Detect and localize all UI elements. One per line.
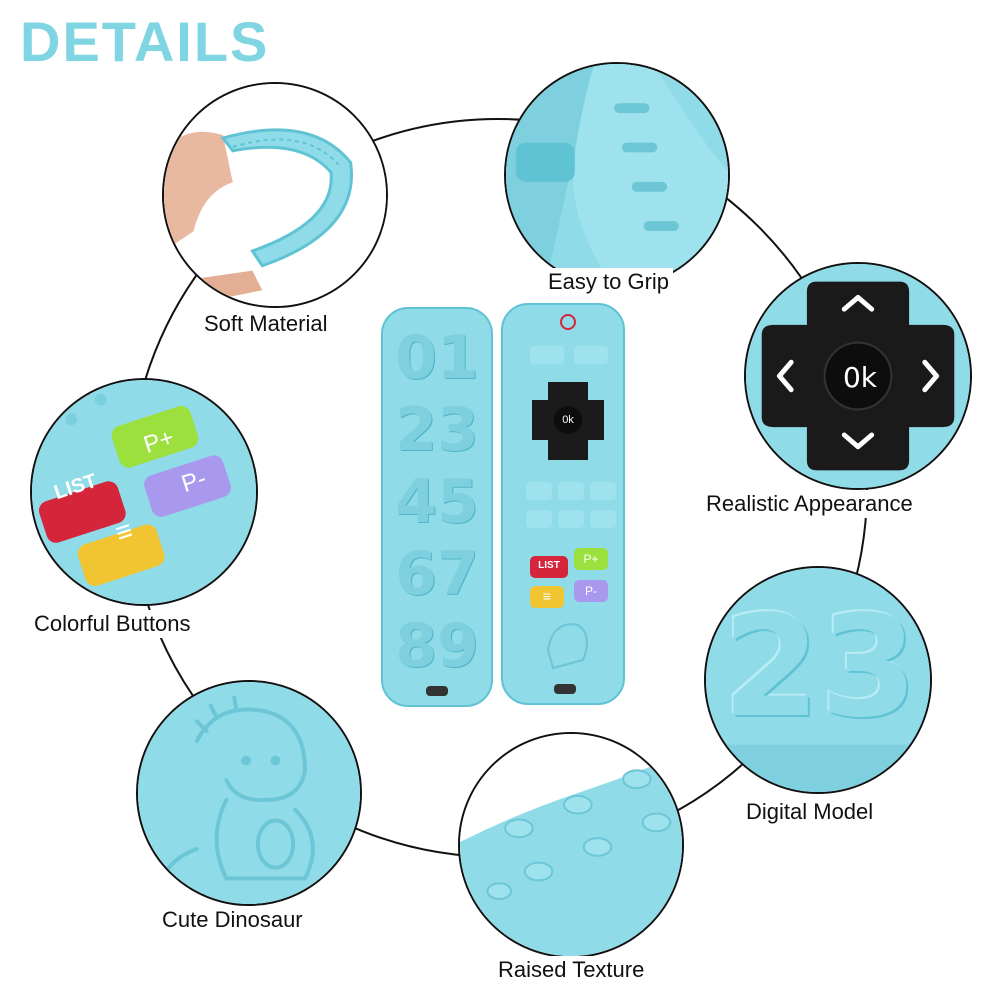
soft-material-image — [162, 82, 388, 308]
remote-ok-label: 0k — [562, 414, 574, 426]
raised-texture-image — [458, 732, 684, 958]
cute-dinosaur-label: Cute Dinosaur — [158, 906, 307, 934]
realistic-appearance-image: 0k — [744, 262, 972, 490]
digit-row: 89 — [395, 611, 479, 681]
digits-column: 01 23 45 67 89 — [382, 322, 492, 682]
remote-p-plus-label: P+ — [583, 552, 599, 566]
remote-p-minus-label: P- — [585, 584, 597, 598]
remote-menu-label: ≡ — [542, 588, 552, 604]
digital-model-digits: 23 — [722, 586, 918, 749]
soft-material-label: Soft Material — [200, 310, 332, 338]
easy-to-grip-label: Easy to Grip — [544, 268, 674, 296]
dpad-ok-label: 0k — [842, 361, 878, 394]
product-image: 01 23 45 67 89 0k LIST P+ ≡ P- — [378, 300, 630, 710]
digit-row: 01 — [395, 323, 479, 393]
raised-texture-label: Raised Texture — [494, 956, 649, 984]
colorful-buttons-image: LIST P+ P- ≡ — [30, 378, 258, 606]
easy-to-grip-image — [504, 62, 730, 288]
colorful-buttons-label: Colorful Buttons — [30, 610, 195, 638]
digit-row: 67 — [395, 539, 479, 609]
digital-model-label: Digital Model — [742, 798, 878, 826]
page-title: DETAILS — [20, 10, 270, 73]
cute-dinosaur-image — [136, 680, 362, 906]
digit-row: 23 — [395, 395, 479, 465]
remote-list-label: LIST — [538, 560, 560, 571]
digit-row: 45 — [395, 467, 479, 537]
realistic-appearance-label: Realistic Appearance — [702, 490, 917, 518]
digital-model-image: 23 — [704, 566, 932, 794]
